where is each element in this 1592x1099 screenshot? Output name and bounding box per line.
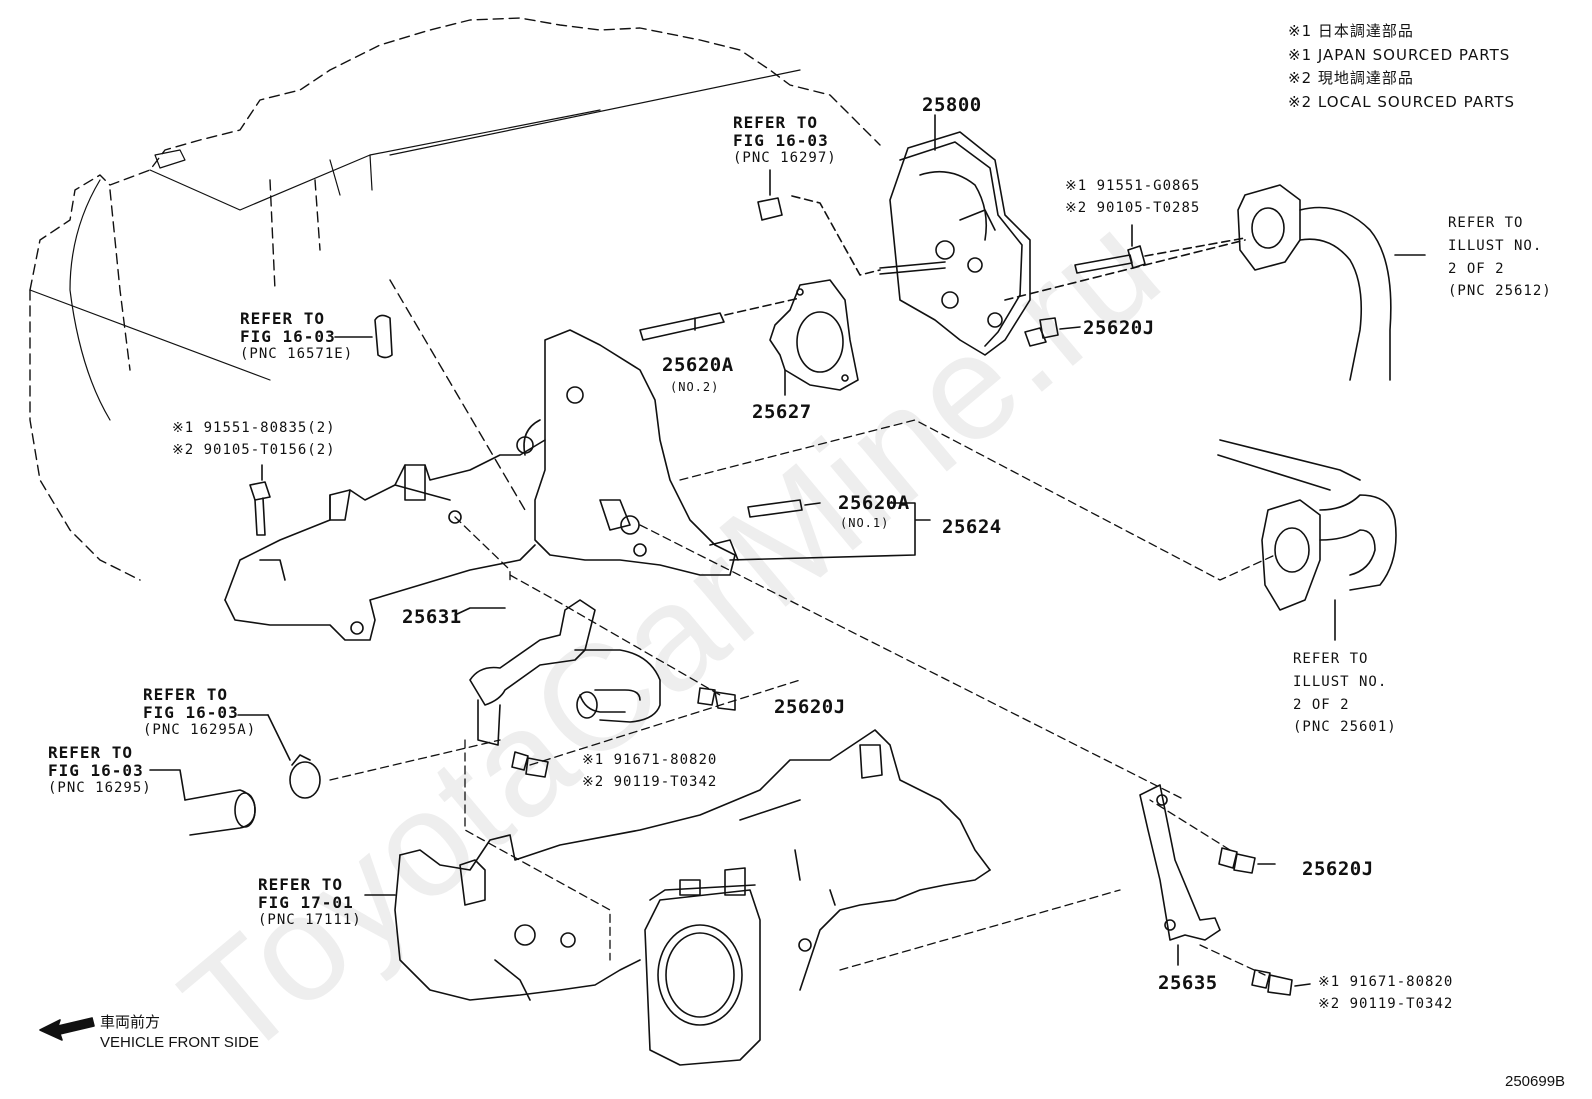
legend-line: ※2 LOCAL SOURCED PARTS	[1288, 92, 1515, 111]
ref-line: (PNC 16297)	[733, 150, 837, 166]
ref-line: REFER TO	[48, 743, 134, 762]
figure-id: 250699B	[1505, 1073, 1566, 1090]
part-label-25631[interactable]: 25631	[402, 606, 462, 628]
ref-line: REFER TO	[1448, 215, 1524, 231]
ref-17111[interactable]: REFER TO FIG 17-01 (PNC 17111)	[258, 875, 362, 929]
part-sublabel-no1: (NO.1)	[840, 516, 890, 530]
part-label-25620j-lower[interactable]: 25620J	[1302, 858, 1374, 880]
part-label-25620j-mid[interactable]: 25620J	[774, 696, 846, 718]
ref-line: 2 OF 2	[1293, 697, 1350, 713]
part-label-25800[interactable]: 25800	[922, 94, 982, 116]
ref-line: FIG 16-03	[48, 761, 144, 780]
legend-line: ※2 現地調達部品	[1288, 69, 1414, 87]
assembly-guidelines	[329, 419, 1276, 976]
gasket-25627	[769, 279, 859, 396]
hose-clamp-16295a	[237, 714, 321, 799]
bolt-91671-lower	[1251, 969, 1311, 996]
part-label-25620j-top[interactable]: 25620J	[1083, 317, 1155, 339]
vehicle-front-label: 車両前方 VEHICLE FRONT SIDE	[100, 1013, 259, 1053]
stud-25620a-no1	[747, 499, 821, 518]
ref-16571e[interactable]: REFER TO FIG 16-03 (PNC 16571E)	[240, 309, 354, 363]
ref-line: 2 OF 2	[1448, 261, 1505, 277]
ref-line: (PNC 17111)	[258, 912, 362, 928]
legend-line: ※1 日本調達部品	[1288, 22, 1414, 40]
intake-manifold	[394, 729, 991, 1066]
bracket-25635	[1139, 784, 1221, 966]
bolt-25620j-top	[1004, 239, 1246, 347]
ref-line: ILLUST NO.	[1448, 238, 1543, 254]
ref-line: REFER TO	[143, 685, 229, 704]
part-sublabel-no2: (NO.2)	[670, 380, 720, 394]
bolt-91551-80835	[249, 464, 271, 536]
ref-line: REFER TO	[1293, 651, 1369, 667]
ref-line: ILLUST NO.	[1293, 674, 1388, 690]
bolt-label-80835-jp[interactable]: ※1 91551-80835(2)	[172, 420, 336, 436]
bolt-91551-g0865	[1074, 224, 1246, 274]
vehicle-front-jp: 車両前方	[100, 1014, 161, 1031]
vehicle-front-en: VEHICLE FRONT SIDE	[100, 1034, 259, 1051]
ref-line: REFER TO	[240, 309, 326, 328]
bolt-label-80820-lower-jp[interactable]: ※1 91671-80820	[1318, 974, 1454, 990]
bolt-25620j-mid	[697, 687, 736, 711]
part-label-25635[interactable]: 25635	[1158, 972, 1218, 994]
bolt-label-80820-upper-local[interactable]: ※2 90119-T0342	[582, 774, 718, 790]
egr-housing-25624	[224, 329, 739, 641]
engine-block-outline	[29, 17, 881, 581]
ref-line: (PNC 25601)	[1293, 719, 1397, 735]
ref-25612[interactable]: REFER TO ILLUST NO. 2 OF 2 (PNC 25612)	[1448, 212, 1552, 301]
legend-line: ※1 JAPAN SOURCED PARTS	[1288, 45, 1511, 64]
bolt-label-80835-local[interactable]: ※2 90105-T0156(2)	[172, 442, 336, 458]
bolt-91671-upper	[511, 751, 549, 778]
ref-16295[interactable]: REFER TO FIG 16-03 (PNC 16295)	[48, 743, 152, 797]
ref-line: (PNC 25612)	[1448, 283, 1552, 299]
source-legend: ※1 日本調達部品 ※1 JAPAN SOURCED PARTS ※2 現地調達…	[1288, 20, 1515, 114]
ref-line: (PNC 16295)	[48, 780, 152, 796]
ref-16297[interactable]: REFER TO FIG 16-03 (PNC 16297)	[733, 113, 837, 167]
egr-pipe-25612	[1237, 184, 1426, 381]
water-pipe-25631	[454, 599, 661, 746]
part-label-25620a-no2[interactable]: 25620A	[662, 354, 734, 376]
bolt-label-80820-upper-jp[interactable]: ※1 91671-80820	[582, 752, 718, 768]
engine-block-detail	[29, 69, 801, 421]
ref-line: FIG 17-01	[258, 893, 354, 912]
ref-line: (PNC 16571E)	[240, 346, 354, 362]
hose-16295	[149, 769, 256, 836]
ref-line: REFER TO	[258, 875, 344, 894]
ref-line: REFER TO	[733, 113, 819, 132]
ref-25601[interactable]: REFER TO ILLUST NO. 2 OF 2 (PNC 25601)	[1293, 648, 1397, 737]
egr-valve-25800	[879, 114, 1031, 356]
ref-line: FIG 16-03	[733, 131, 829, 150]
part-label-25627[interactable]: 25627	[752, 401, 812, 423]
stud-25620a-no2	[639, 297, 801, 341]
part-label-25620a-no1[interactable]: 25620A	[838, 492, 910, 514]
ref-line: FIG 16-03	[240, 327, 336, 346]
bolt-label-80820-lower-local[interactable]: ※2 90119-T0342	[1318, 996, 1454, 1012]
ref-line: FIG 16-03	[143, 703, 239, 722]
part-label-25624[interactable]: 25624	[942, 516, 1002, 538]
ref-line: (PNC 16295A)	[143, 722, 257, 738]
pipe-stub-16571e	[334, 314, 393, 359]
egr-pipe-25601	[1217, 439, 1397, 641]
bolt-label-g0865-local[interactable]: ※2 90105-T0285	[1065, 200, 1201, 216]
ref-16295a[interactable]: REFER TO FIG 16-03 (PNC 16295A)	[143, 685, 257, 739]
pipe-stub-16297	[757, 169, 881, 276]
callout-25624	[729, 502, 931, 561]
bolt-25620j-lower	[1218, 847, 1276, 874]
vehicle-front-arrow	[39, 1017, 95, 1041]
bolt-label-g0865-jp[interactable]: ※1 91551-G0865	[1065, 178, 1201, 194]
